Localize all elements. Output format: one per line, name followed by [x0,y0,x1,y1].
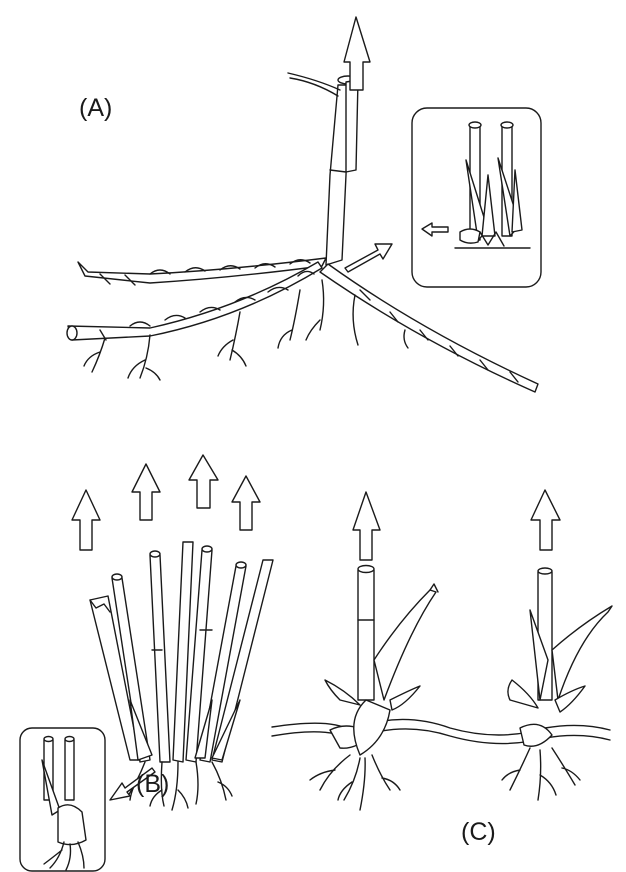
panel-label-b: (B) [136,770,169,799]
growth-arrow-icon [232,476,260,530]
growth-arrow-icon [132,464,160,520]
panel-label-c: (C) [461,818,496,847]
panel-b-arrows [72,455,260,550]
growth-arrow-icon [353,492,380,560]
growth-arrow-icon [531,490,560,550]
growth-arrow-icon [189,455,218,508]
inset-arrow-icon [345,244,392,272]
growth-arrow-icon [72,490,100,550]
panel-b-clump [90,542,273,810]
panel-c-plants [272,566,612,811]
panel-a-inset [412,108,541,287]
panel-b-inset [20,728,105,871]
panel-c-arrows [353,490,560,560]
panel-label-a: (A) [79,94,112,123]
